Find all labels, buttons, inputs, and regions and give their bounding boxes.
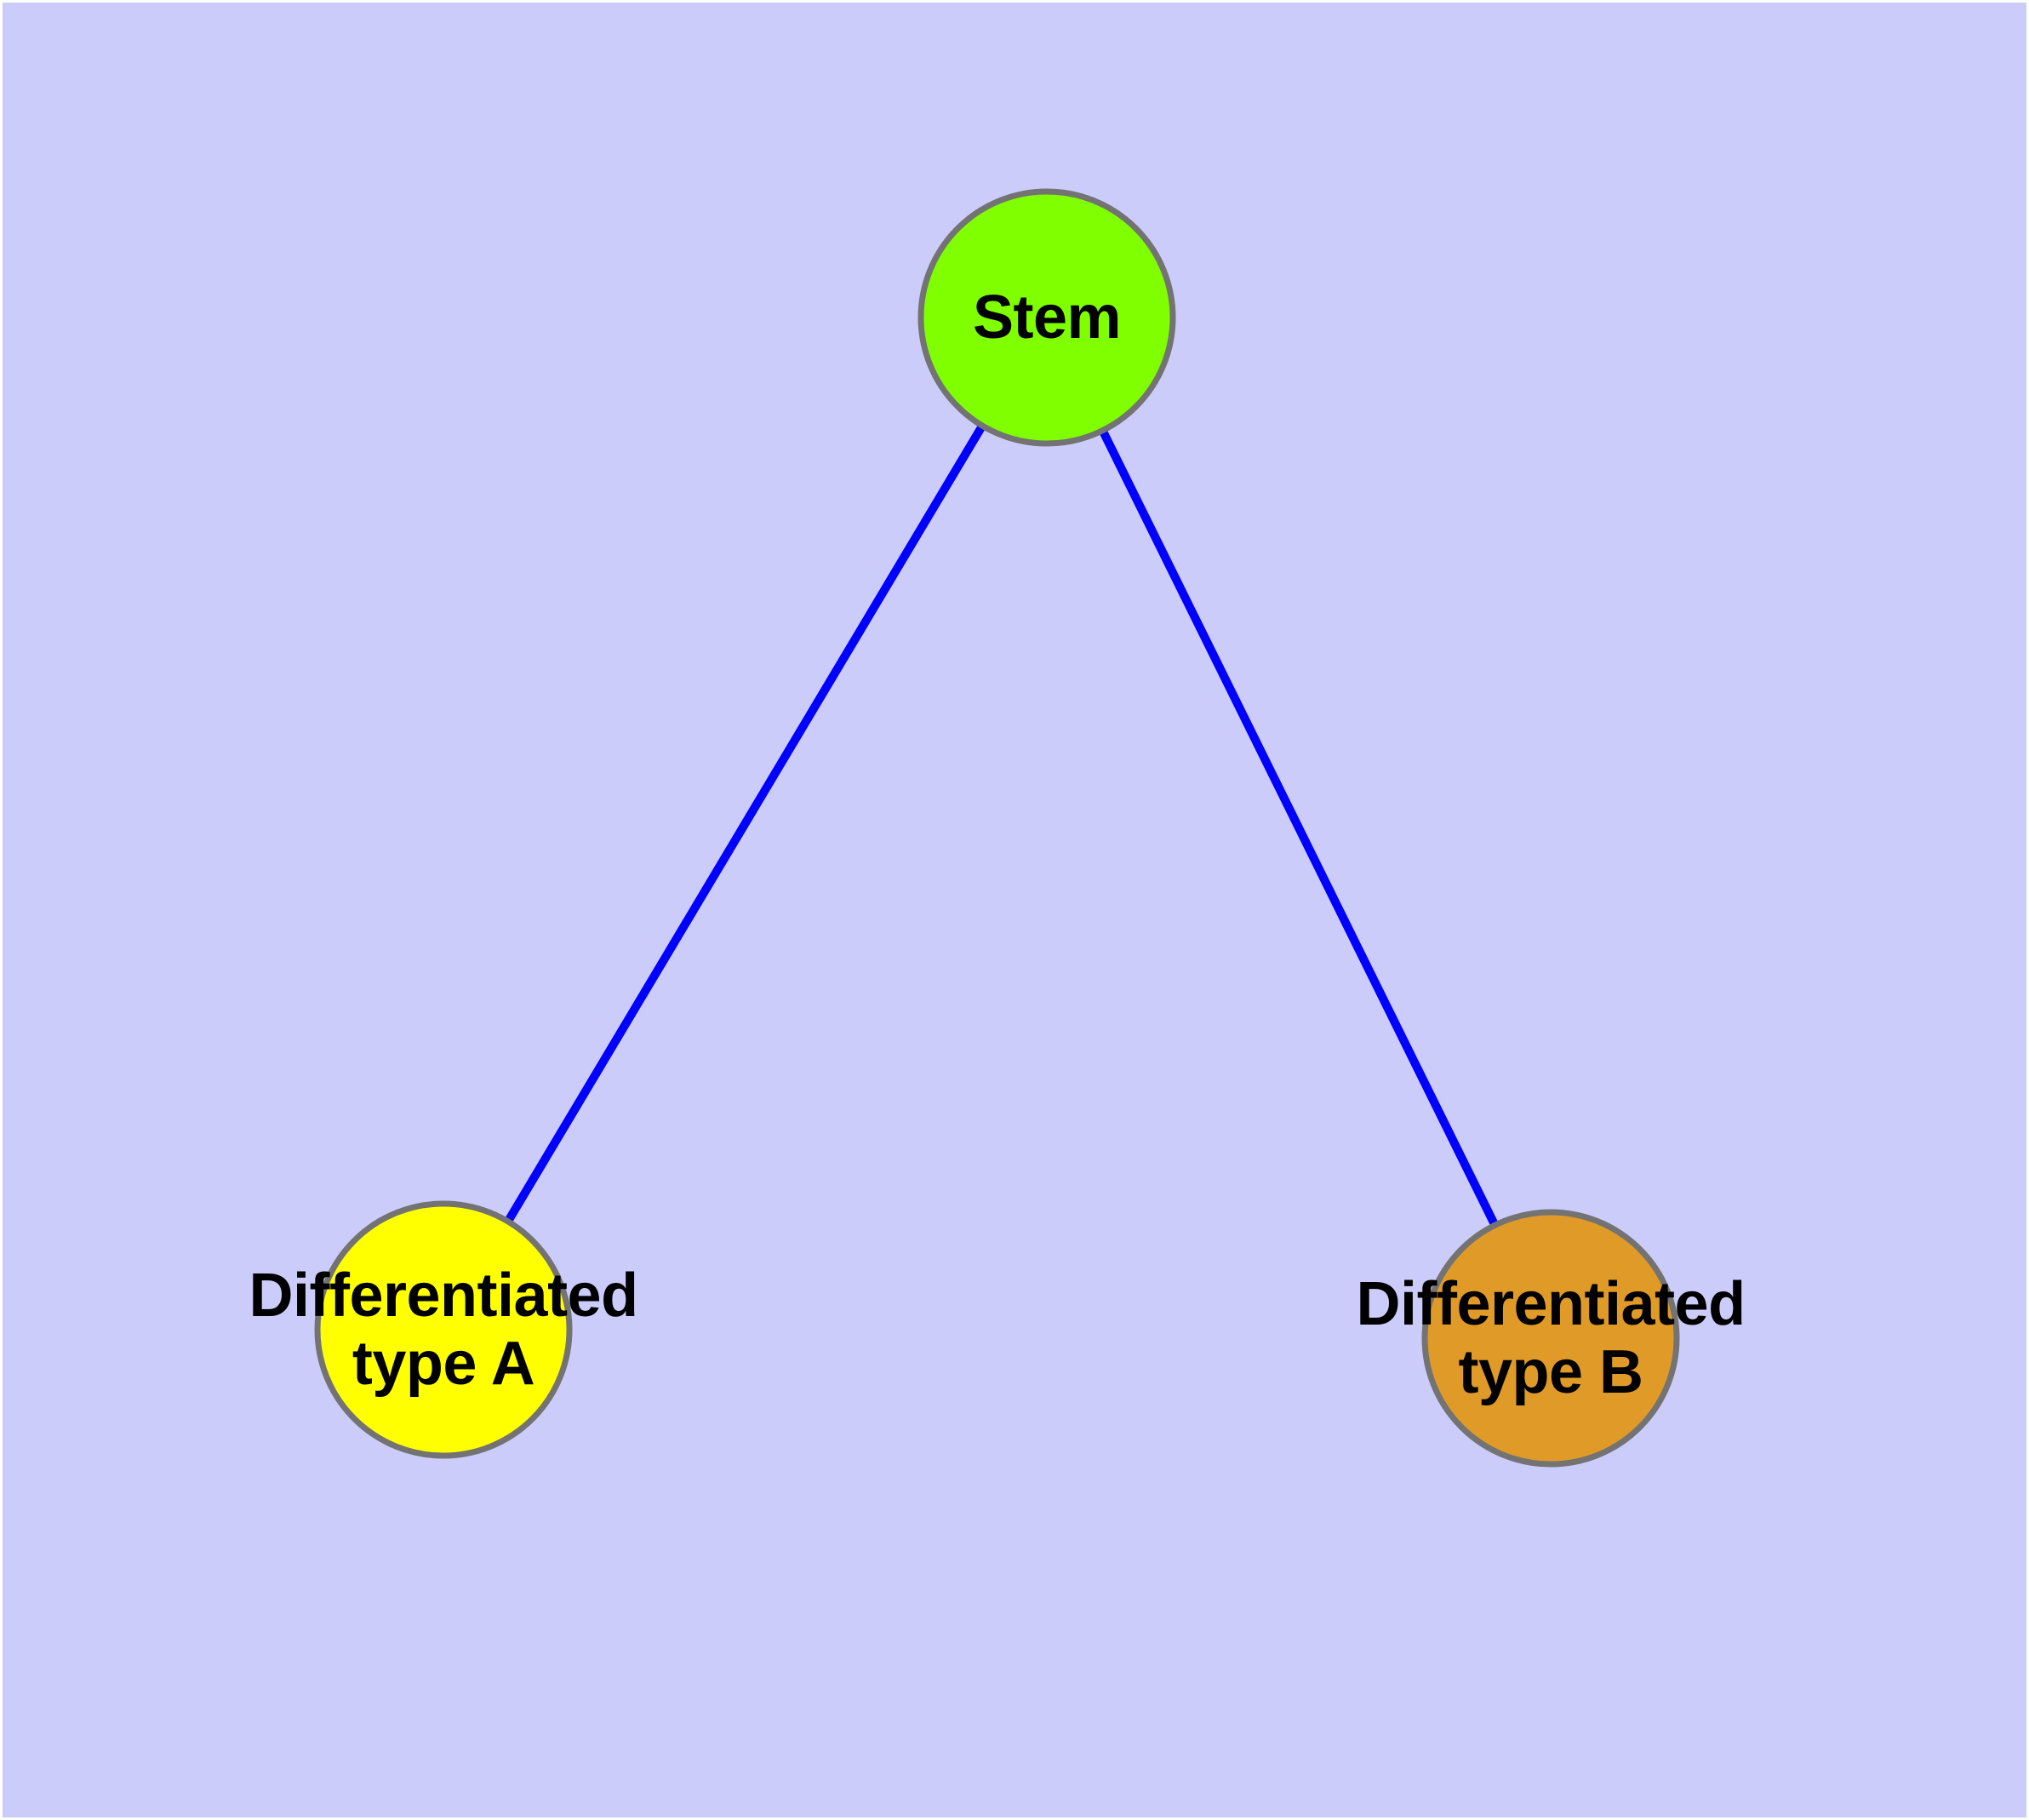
edge-stem-to-diff-a[interactable] — [439, 315, 1051, 1332]
nodes-layer — [314, 188, 1680, 1468]
edges-layer — [439, 315, 1555, 1341]
node-diff-b[interactable] — [1421, 1209, 1680, 1468]
node-diff-a[interactable] — [314, 1200, 573, 1459]
edge-stem-to-diff-b[interactable] — [1043, 315, 1555, 1341]
node-stem[interactable] — [917, 188, 1176, 447]
